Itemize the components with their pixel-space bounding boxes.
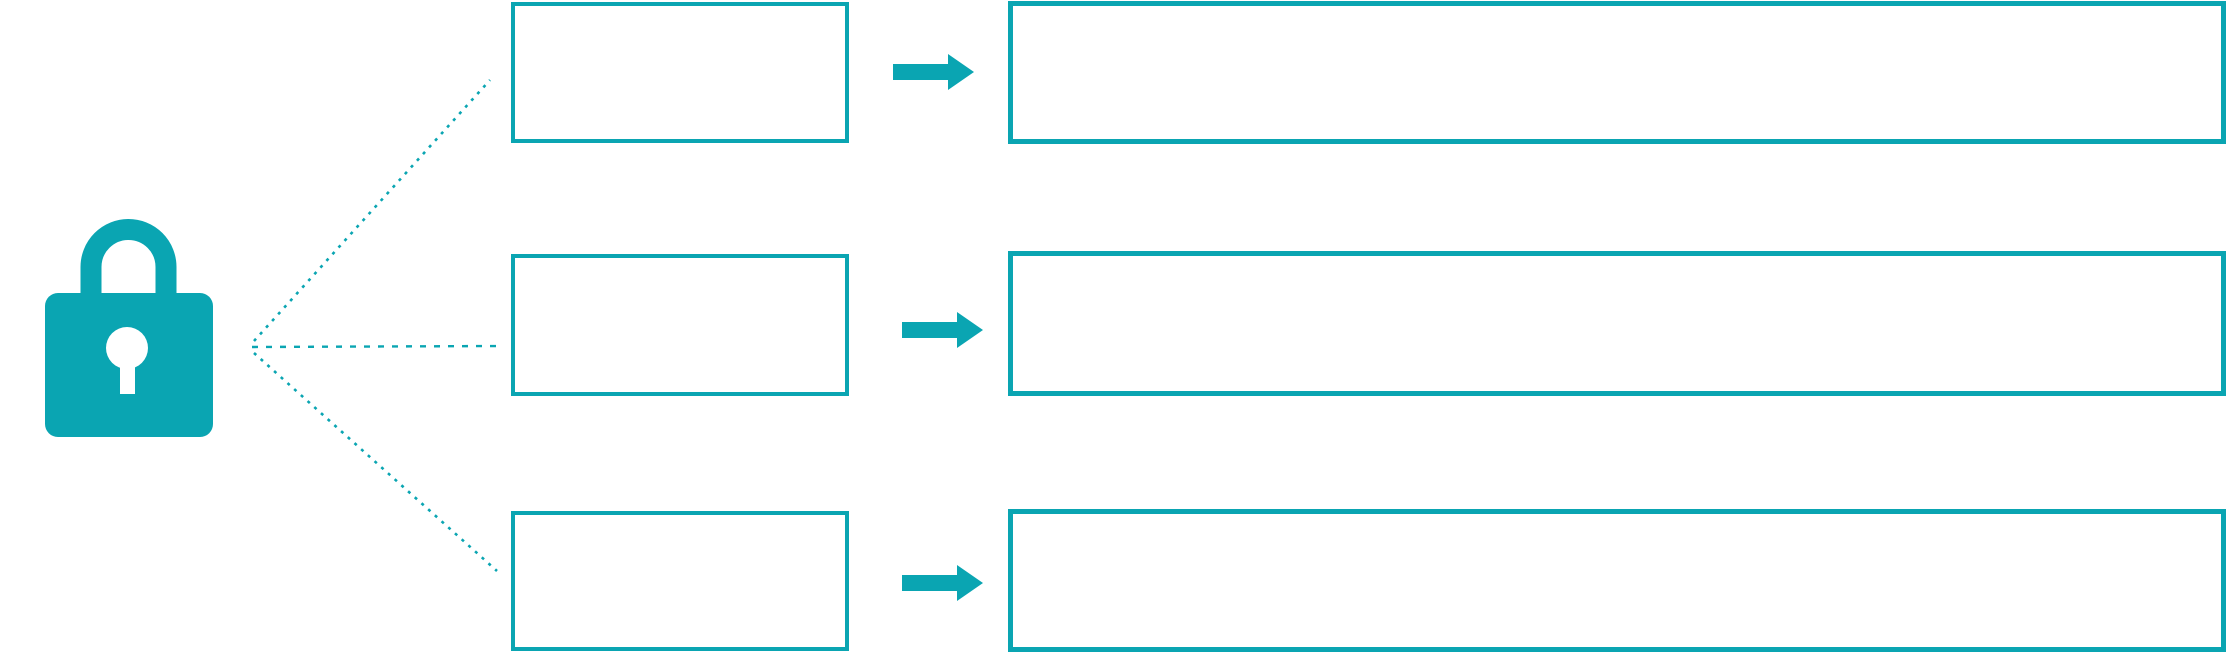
connector-line-top [253, 79, 491, 342]
right-block-arrow-icon-row-1 [893, 54, 974, 90]
target-box-row-1 [1008, 1, 2226, 144]
source-box-row-3 [511, 511, 849, 651]
target-box-row-2 [1008, 251, 2226, 396]
padlock-icon [45, 219, 213, 437]
right-block-arrow-icon-row-2 [902, 312, 983, 348]
connector-line-bottom [253, 352, 498, 572]
right-block-arrow-icon-row-3 [902, 565, 983, 601]
padlock-shackle [80, 219, 177, 299]
padlock-keyhole-stem [120, 348, 135, 394]
target-box-row-3 [1008, 509, 2226, 652]
connector-line-middle [251, 344, 501, 349]
source-box-row-2 [511, 254, 849, 396]
source-box-row-1 [511, 2, 849, 143]
